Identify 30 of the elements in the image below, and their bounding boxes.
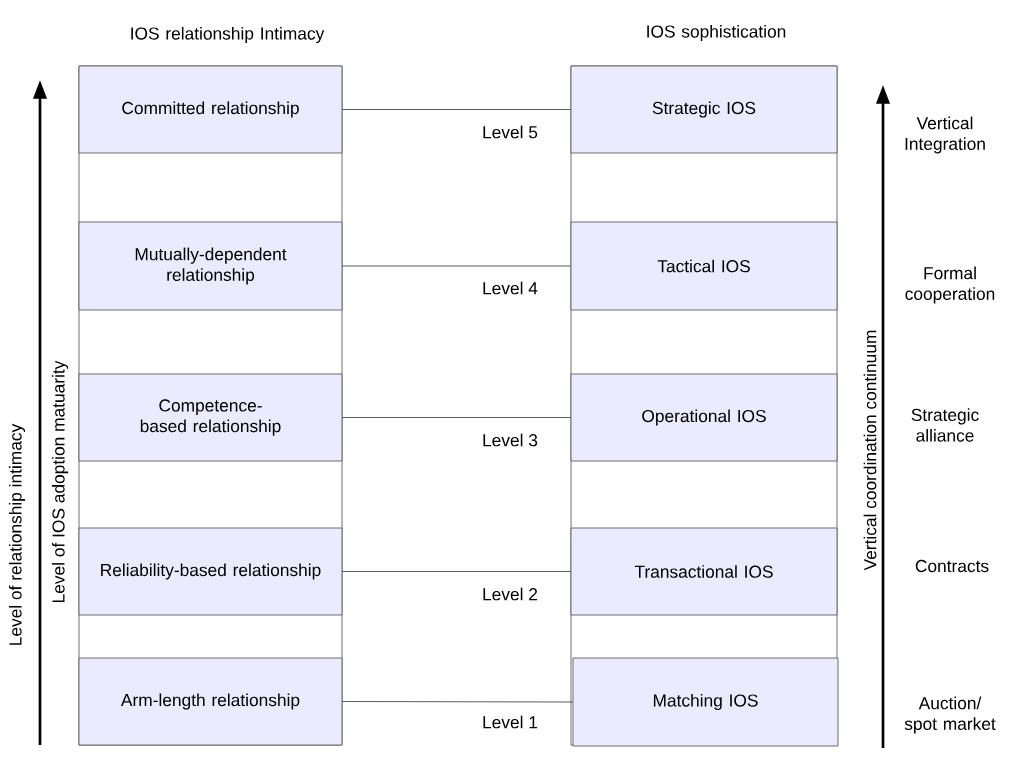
edge-label: Level 4 [483,281,538,295]
edge-label: Level 5 [483,125,538,139]
stage-label: Vertical Integration [905,116,985,154]
stage-label: Strategic alliance [911,408,979,442]
level-box: Arm-length relationship [78,657,343,746]
level-box: Committed relationship [78,65,343,154]
stage-label: Auction/ spot market [904,696,996,734]
edge-label: Level 2 [483,587,538,601]
level-box: Transactional IOS [570,527,838,616]
level-box: Competence-based relationship [78,373,343,462]
stage-label: Contracts [915,559,989,573]
connector-line [342,265,571,267]
column-heading: IOS relationship Intimacy [131,26,325,44]
connector-line [342,109,571,110]
axis-label: Vertical coordination continuum [863,330,877,571]
level-box: Operational IOS [570,373,838,462]
column-heading: IOS sophistication [647,24,786,42]
level-box: Reliability-based relationship [78,527,343,616]
edge-label: Level 3 [483,433,538,447]
level-box: Mutually-dependent relationship [78,221,343,311]
axis-label: Level of relationship intimacy [8,423,26,645]
connector-line [342,571,571,572]
level-box: Matching IOS [572,657,839,747]
connector-line [342,417,571,418]
axis-label: Level of IOS adoption matuarity [51,360,69,602]
stage-label: Formal cooperation [905,266,995,304]
level-box: Strategic IOS [570,65,838,154]
level-box: Tactical IOS [570,221,838,311]
edge-label: Level 1 [483,715,538,729]
connector-line [342,701,573,703]
